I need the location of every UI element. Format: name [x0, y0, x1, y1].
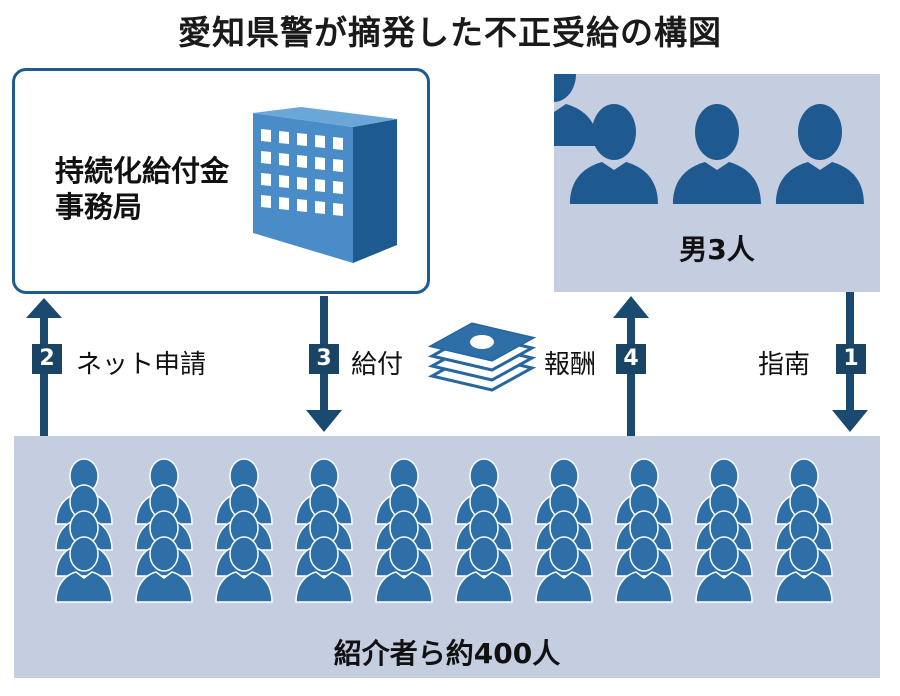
step-1-label: 指南 — [758, 350, 811, 380]
step-4-label: 報酬 — [544, 350, 597, 380]
step-3-badge: 3 — [309, 344, 339, 374]
step-1-badge: 1 — [836, 344, 866, 374]
introducers-label: 紹介者ら約400人 — [333, 637, 561, 670]
men-label: 男3人 — [679, 233, 755, 266]
step-2-badge: 2 — [32, 344, 62, 374]
office-building-icon — [253, 107, 397, 263]
men-node: 男3人 — [554, 74, 880, 292]
step-4-badge: 4 — [616, 344, 646, 374]
introducers-node: 紹介者ら約400人 — [14, 436, 880, 678]
office-node: 持続化給付金 事務局 — [12, 68, 430, 294]
step-3-label: 給付 — [351, 350, 404, 380]
office-label: 持続化給付金 事務局 — [55, 154, 230, 224]
step-2-label: ネット申請 — [76, 350, 207, 380]
money-icon — [427, 322, 537, 392]
men-icons — [554, 74, 864, 204]
diagram-title: 愛知県警が摘発した不正受給の構図 — [178, 13, 722, 52]
